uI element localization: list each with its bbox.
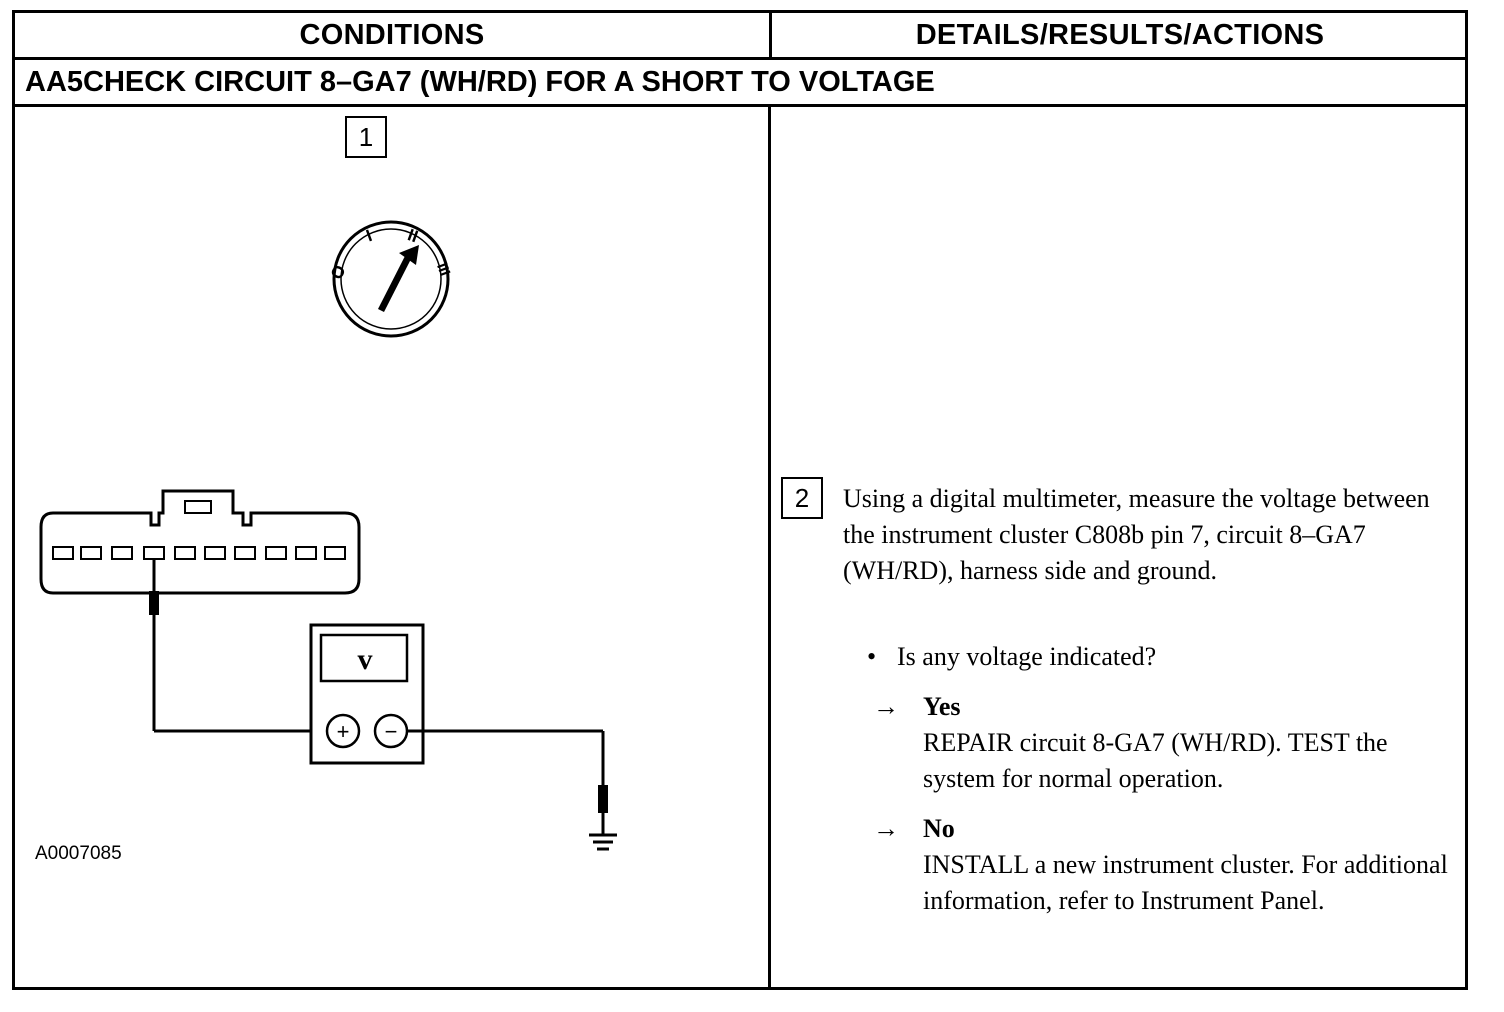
test-step-title: AA5CHECK CIRCUIT 8–GA7 (WH/RD) FOR A SHO… [25,65,935,98]
ignition-pos-3: III [433,261,453,279]
no-arrow-icon: → [873,814,899,843]
title-divider [15,104,1465,107]
meter-display: v [358,643,373,676]
no-action: INSTALL a new instrument cluster. For ad… [923,850,1448,915]
meter-plus-jack: + [337,719,350,744]
meter-minus-jack: − [385,719,398,744]
no-label: No [923,814,955,843]
question-row: • Is any voltage indicated? [867,639,1427,675]
figure-id: A0007085 [35,843,122,864]
ignition-pos-1: I [364,226,375,245]
header-divider [15,57,1465,60]
yes-action: REPAIR circuit 8-GA7 (WH/RD). TEST the s… [923,728,1388,793]
step-2-instruction: Using a digital multimeter, measure the … [843,484,1430,585]
connector-c808b [39,489,361,595]
positive-test-lead [149,559,325,733]
yes-arrow-icon: → [873,692,899,721]
ground-icon [589,833,617,851]
negative-test-lead [407,729,608,835]
diagnostic-table: CONDITIONS DETAILS/RESULTS/ACTIONS AA5CH… [12,10,1468,990]
multimeter-icon: v + − [309,623,425,765]
step-1-box: 1 [345,116,387,158]
conditions-header: CONDITIONS [15,13,772,57]
step-2-box: 2 [781,477,823,519]
test-figure: O I II III [39,220,617,851]
bullet: • [867,642,877,671]
column-divider [768,104,771,987]
ignition-switch-icon: O I II III [327,220,453,338]
question-text: Is any voltage indicated? [897,642,1157,671]
yes-label: Yes [923,692,961,721]
details-header: DETAILS/RESULTS/ACTIONS [915,18,1325,51]
